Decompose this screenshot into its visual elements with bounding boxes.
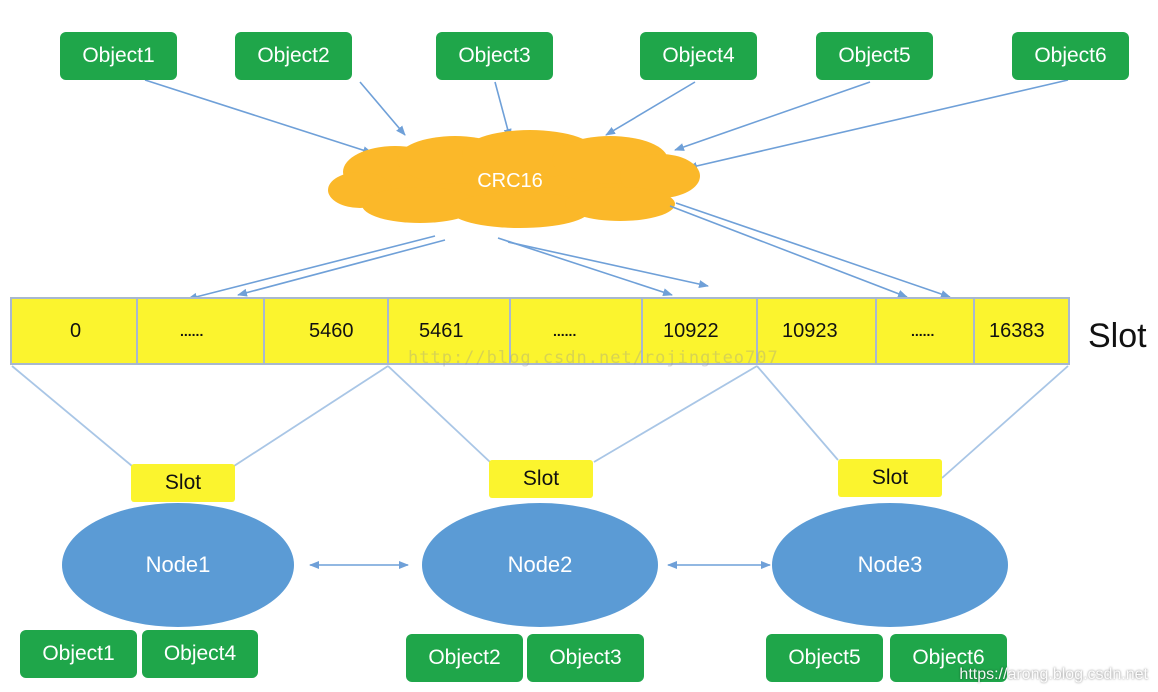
slot-cell-end: 16383 — [989, 319, 1045, 342]
node2-shape — [422, 503, 658, 627]
node2-slot-tag: Slot — [489, 460, 593, 498]
slot-cell-5460: 5460 — [265, 299, 389, 363]
nodes — [62, 503, 1008, 627]
top-object-3: Object3 — [436, 32, 553, 80]
node1-object-a: Object1 — [20, 630, 137, 678]
node1-label: Node1 — [145, 552, 211, 577]
blog-watermark: http://blog.csdn.net/rojingteo707 — [408, 348, 779, 368]
arrow-object2-crc — [359, 81, 406, 136]
slot-cell-10922: 10922 — [643, 299, 758, 363]
arrow-object6-crc — [687, 79, 1069, 170]
top-object-4: Object4 — [640, 32, 757, 80]
arrow-object1-crc — [144, 79, 373, 155]
node2-label: Node2 — [507, 552, 573, 577]
slot-axis-label: Slot — [1088, 317, 1147, 355]
node1-shape — [62, 503, 294, 627]
node3-object-a: Object5 — [766, 634, 883, 682]
node1-slot-tag: Slot — [131, 464, 235, 502]
crc16-label: CRC16 — [477, 170, 543, 192]
arrow-crc-slot-d — [507, 241, 709, 288]
slot-cell-ellipsis: ...... — [877, 299, 975, 363]
node3-slot-tag: Slot — [838, 459, 942, 497]
crc-to-slot-arrows — [187, 202, 951, 301]
node2-object-b: Object3 — [527, 634, 644, 682]
arrow-object5-crc — [674, 81, 871, 151]
top-object-6: Object6 — [1012, 32, 1129, 80]
node2-object-a: Object2 — [406, 634, 523, 682]
node3-shape — [772, 503, 1008, 627]
arrow-crc-slot-a — [187, 235, 436, 301]
slot-cell-start: 0 — [12, 299, 138, 363]
top-object-5: Object5 — [816, 32, 933, 80]
object-to-crc-arrows — [144, 79, 1069, 170]
arrow-crc-slot-e — [669, 205, 908, 298]
slot-cell-10923: 10923 — [758, 299, 877, 363]
top-object-1: Object1 — [60, 32, 177, 80]
arrow-crc-slot-c — [497, 237, 673, 296]
node1-object-b: Object4 — [142, 630, 258, 678]
site-watermark: https://arong.blog.csdn.net — [959, 666, 1148, 683]
arrow-crc-slot-b — [237, 239, 446, 297]
arrow-object4-crc — [605, 81, 696, 136]
crc16-cloud — [328, 130, 700, 228]
slot-bar: 0 ...... 5460 5461 ...... 10922 10923 ..… — [10, 297, 1070, 365]
top-object-2: Object2 — [235, 32, 352, 80]
arrow-crc-slot-f — [675, 202, 951, 298]
slot-cell-ellipsis: ...... — [138, 299, 265, 363]
slot-range-lines — [11, 365, 1069, 479]
node3-object-b: Object6 — [890, 634, 1007, 682]
node3-label: Node3 — [857, 552, 923, 577]
arrow-object3-crc — [494, 81, 512, 139]
slot-cell-ellipsis: ...... — [511, 299, 643, 363]
slot-cell-5461: 5461 — [389, 299, 511, 363]
